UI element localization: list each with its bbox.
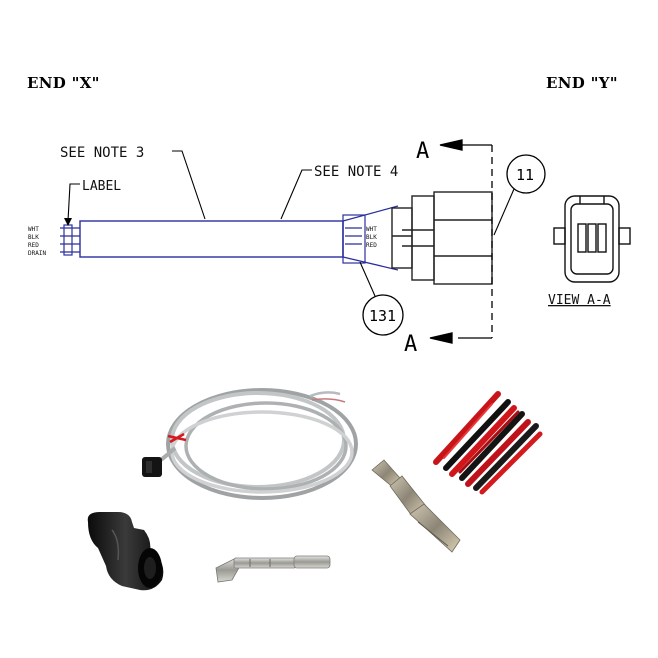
view-a-a-connector-face bbox=[553, 195, 631, 283]
balloon-bottom-number: 131 bbox=[369, 307, 396, 325]
end-x-wire-drain: DRAIN bbox=[28, 250, 46, 257]
end-y-wire-blk: BLK bbox=[366, 234, 377, 241]
end-x-wire-blk: BLK bbox=[28, 234, 39, 241]
cable-coil-photo bbox=[142, 388, 358, 500]
leader-note-4 bbox=[280, 169, 312, 220]
end-y-label: END "Y" bbox=[546, 74, 618, 92]
balloon-top-number: 11 bbox=[516, 166, 534, 184]
see-note-4-label: SEE NOTE 4 bbox=[314, 164, 398, 180]
view-a-a-label: VIEW A-A bbox=[548, 293, 611, 308]
see-note-3-label: SEE NOTE 3 bbox=[60, 145, 144, 161]
section-marker-top: A bbox=[416, 139, 429, 164]
section-line-a-a bbox=[429, 139, 493, 344]
balloon-bottom bbox=[362, 294, 404, 336]
heat-shrink-tubes-photo bbox=[433, 391, 543, 495]
balloon-top bbox=[506, 154, 546, 194]
end-y-wire-wht: WHT bbox=[366, 226, 377, 233]
terminal-large-photo bbox=[371, 459, 461, 553]
seal-boot-photo bbox=[87, 512, 164, 591]
end-y-wire-leads bbox=[345, 227, 362, 245]
end-x-wire-red: RED bbox=[28, 242, 39, 249]
leader-note-3 bbox=[172, 150, 206, 220]
section-marker-bottom: A bbox=[404, 332, 417, 357]
cable-drawing bbox=[60, 139, 631, 344]
label-callout: LABEL bbox=[82, 179, 121, 194]
end-y-wire-red: RED bbox=[366, 242, 377, 249]
cable-body bbox=[79, 220, 344, 258]
connector-drawing bbox=[391, 191, 493, 285]
leader-label bbox=[67, 183, 80, 222]
end-x-label: END "X" bbox=[27, 74, 100, 92]
terminal-pin-small-photo bbox=[215, 555, 331, 583]
end-x-wire-leads bbox=[60, 224, 80, 256]
end-x-wire-wht: WHT bbox=[28, 226, 39, 233]
